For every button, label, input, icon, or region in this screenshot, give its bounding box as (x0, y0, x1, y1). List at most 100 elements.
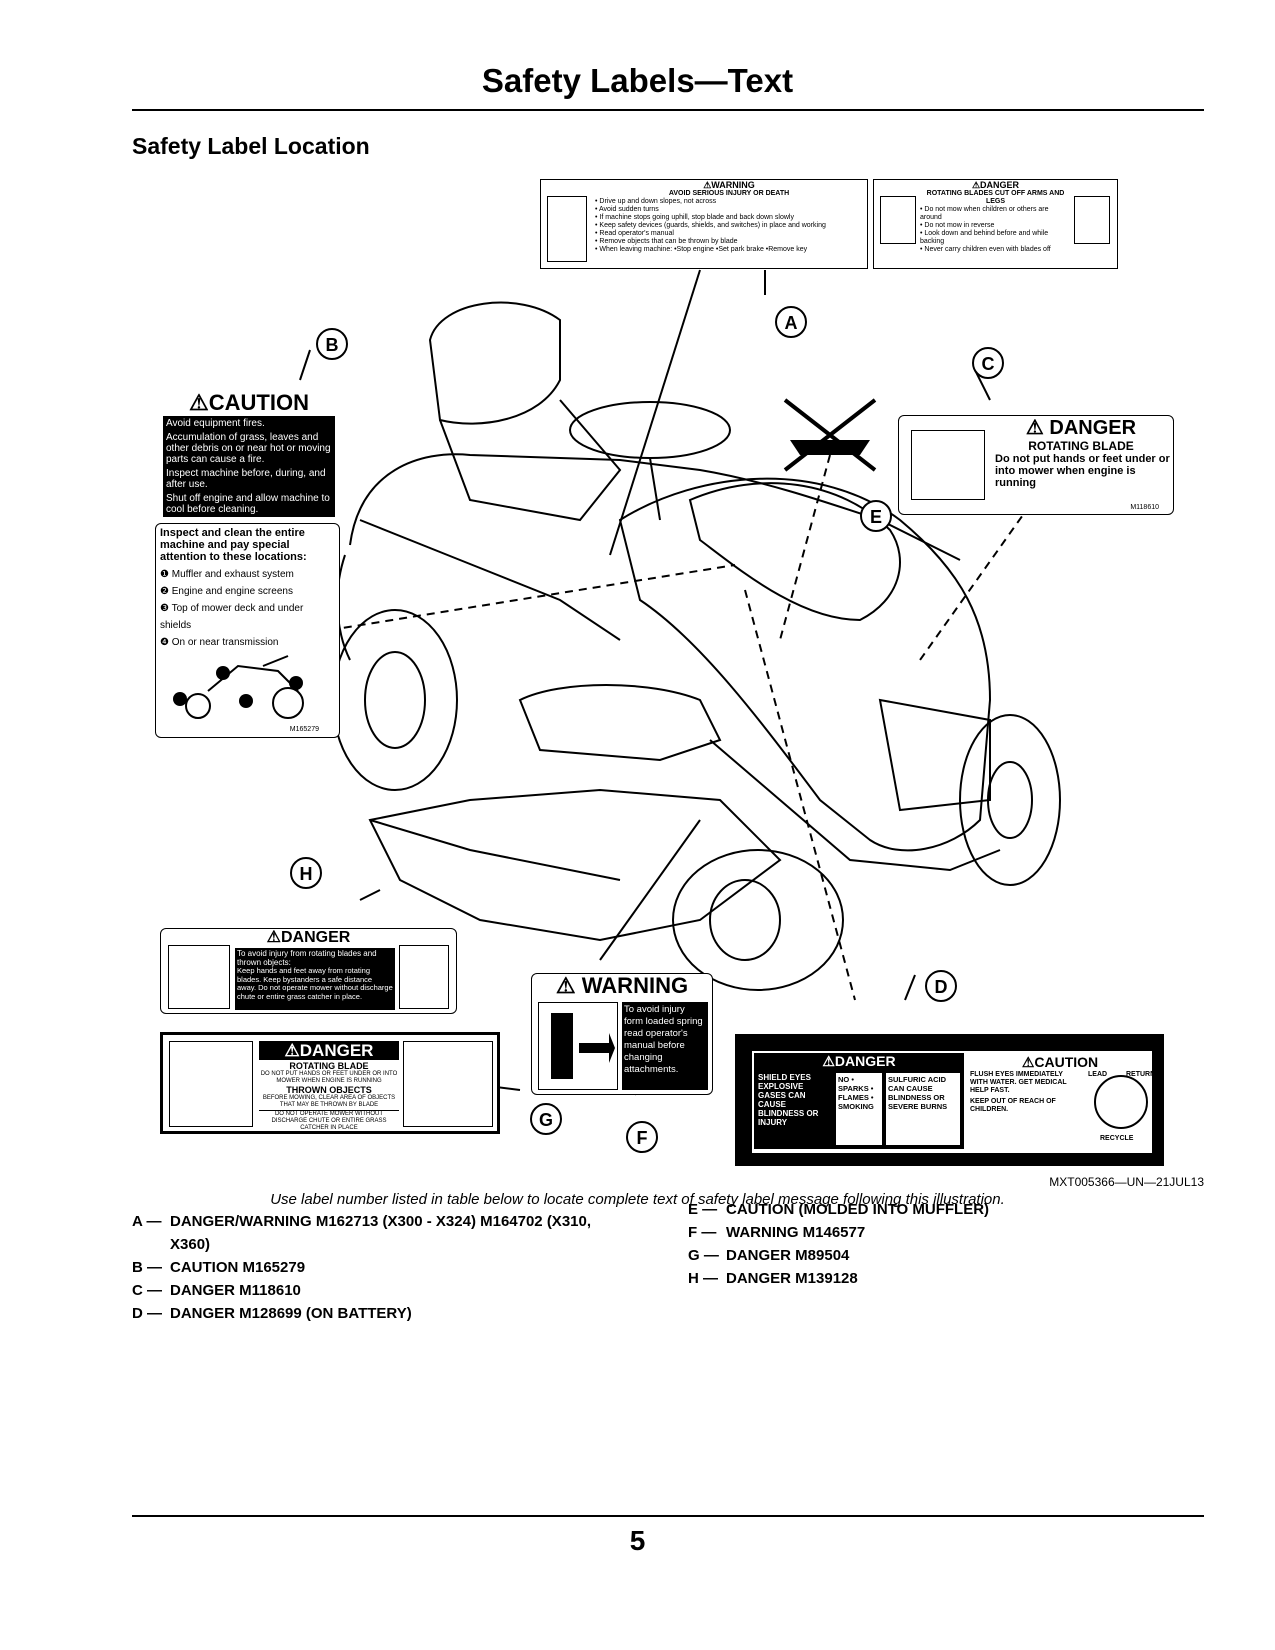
legend-key: F — (688, 1224, 717, 1241)
label-h-danger: ⚠DANGER To avoid injury from rotating bl… (160, 928, 457, 1014)
callout-c: C (972, 347, 1004, 379)
no-sparks-text: NO • SPARKS • FLAMES • SMOKING (836, 1073, 882, 1145)
legend-text: WARNING M146577 (726, 1224, 866, 1241)
footer-rule (132, 1515, 1204, 1517)
label-a-warning: ⚠WARNING AVOID SERIOUS INJURY OR DEATH •… (540, 179, 868, 269)
warning-line: • Keep safety devices (guards, shields, … (595, 222, 826, 229)
figure-id: MXT005366—UN—21JUL13 (1049, 1175, 1204, 1189)
legend-item: H — DANGER M139128 (688, 1267, 1186, 1290)
callout-b: B (316, 328, 348, 360)
spring-hand-pictogram (538, 1002, 618, 1090)
danger-subhead: ROTATING BLADES CUT OFF ARMS AND LEGS (926, 190, 1065, 205)
figure-caption: Use label number listed in table below t… (270, 1191, 1005, 1208)
section-heading: Safety Label Location (132, 133, 370, 159)
legend-text: DANGER M89504 (726, 1247, 850, 1264)
page-title: Safety Labels—Text (481, 62, 794, 99)
legend-text: DANGER/WARNING M162713 (X300 - X324) M16… (170, 1213, 592, 1253)
danger-line: BEFORE MOWING, CLEAR AREA OF OBJECTS THA… (262, 1095, 396, 1108)
legend-item: C —DANGER M118610 (132, 1279, 630, 1302)
legend-key: D — (132, 1305, 162, 1322)
lead-text: LEAD (1088, 1071, 1108, 1078)
recycle-icon (1094, 1075, 1148, 1129)
danger-line: • Never carry children even with blades … (920, 246, 1051, 253)
flush-text: FLUSH EYES IMMEDIATELY WITH WATER. GET M… (970, 1071, 1067, 1094)
label-b-caution: ⚠CAUTION Avoid equipment fires. Accumula… (163, 390, 335, 517)
legend-right: E — CAUTION (MOLDED INTO MUFFLER) F — WARN… (688, 1198, 1186, 1290)
hood (618, 477, 992, 852)
legend-text: CAUTION (MOLDED INTO MUFFLER) (726, 1201, 990, 1218)
mower-deck (368, 788, 782, 942)
danger-line: • Do not mow in reverse (920, 222, 995, 229)
warning-subhead: AVOID SERIOUS INJURY OR DEATH (668, 190, 790, 197)
danger-subhead: ROTATING BLADE (1028, 439, 1134, 453)
part-number: M165279 (289, 726, 319, 733)
warning-line: • When leaving machine: •Stop engine •Se… (595, 246, 808, 253)
leader-c-dashed (919, 504, 1031, 661)
muffler-symbol-e (783, 398, 877, 472)
callout-d: D (925, 970, 957, 1002)
page-number: 5 (629, 1525, 646, 1556)
hand-foot-pictogram (911, 430, 985, 500)
warning-line: • Remove objects that can be thrown by b… (595, 238, 738, 245)
seat-base (439, 399, 622, 522)
danger-subhead: ROTATING BLADE (289, 1061, 369, 1071)
legend-item: D —DANGER M128699 (ON BATTERY) (132, 1302, 630, 1325)
label-f-warning: ⚠ WARNING To avoid injury form loaded sp… (531, 973, 713, 1095)
inspect-heading: Inspect and clean the entire machine and… (160, 527, 307, 563)
leader-b-dashed (329, 564, 736, 631)
danger-signal: ⚠DANGER (822, 1053, 896, 1069)
danger-signal: ⚠DANGER (266, 929, 351, 946)
legend-left: A — DANGER/WARNING M162713 (X300 - X324) … (132, 1210, 630, 1325)
legend-key: A — (132, 1213, 162, 1230)
danger-text: Keep hands and feet away from rotating b… (237, 966, 393, 1001)
callout-f: F (626, 1121, 658, 1153)
front-left-wheel (672, 849, 844, 991)
warning-text: To avoid injury form loaded spring read … (622, 1002, 708, 1090)
hand-foot-pictogram (168, 945, 230, 1009)
inspect-tractor-icon (173, 655, 304, 719)
label-g-danger: ⚠DANGER ROTATING BLADE DO NOT PUT HANDS … (160, 1032, 500, 1134)
callout-g: G (530, 1103, 562, 1135)
seat-back (428, 301, 561, 425)
slope-pictogram (547, 196, 587, 262)
legend-key: C — (132, 1282, 162, 1299)
legend-text: DANGER M139128 (726, 1270, 858, 1287)
caution-signal: ⚠CAUTION (1021, 1054, 1099, 1070)
return-text: RETURN (1126, 1071, 1156, 1078)
inspect-location: ❷ Engine and engine screens (160, 586, 293, 597)
legend-key: E — (688, 1201, 718, 1218)
danger-lead: To avoid injury from rotating blades and… (237, 949, 377, 967)
warning-line: • If machine stops going uphill, stop bl… (595, 214, 794, 221)
rear-body (349, 453, 961, 561)
warning-line: • Drive up and down slopes, not across (595, 198, 717, 205)
legend-item: A — DANGER/WARNING M162713 (X300 - X324) … (132, 1210, 630, 1256)
legend-item: G — DANGER M89504 (688, 1244, 1186, 1267)
part-number: M118610 (1130, 504, 1159, 511)
leader-e-dashed (779, 454, 831, 641)
caution-signal: ⚠CAUTION (189, 390, 309, 415)
legend-key: G — (688, 1247, 719, 1264)
legend-key: H — (688, 1270, 718, 1287)
inspect-location: ❶ Muffler and exhaust system (160, 569, 294, 580)
danger-line: DO NOT PUT HANDS OR FEET UNDER OR INTO M… (260, 1071, 398, 1084)
legend-item: E — CAUTION (MOLDED INTO MUFFLER) (688, 1198, 1186, 1221)
caution-line: Inspect machine before, during, and afte… (166, 468, 326, 490)
thrown-object-pictogram (403, 1041, 493, 1127)
label-c-danger: ⚠ DANGER ROTATING BLADE Do not put hands… (898, 415, 1174, 515)
grille (878, 698, 991, 812)
label-a-danger: ⚠DANGER ROTATING BLADES CUT OFF ARMS AND… (873, 179, 1118, 269)
danger-signal: ⚠DANGER (971, 180, 1020, 190)
danger-signal: ⚠ DANGER (1025, 417, 1137, 439)
legend-item: B — CAUTION M165279 (132, 1256, 630, 1279)
legend-key: B — (132, 1259, 162, 1276)
warning-line: • Read operator's manual (595, 230, 674, 237)
inspect-location: ❸ Top of mower deck and under shields (160, 603, 304, 631)
warning-signal: ⚠ WARNING (555, 973, 689, 998)
keep-away-text: KEEP OUT OF REACH OF CHILDREN. (970, 1098, 1056, 1113)
callout-e: E (860, 500, 892, 532)
inspect-location: ❹ On or near transmission (160, 637, 279, 648)
legend-text: CAUTION M165279 (170, 1259, 306, 1276)
danger-line: • Look down and behind before and while … (920, 230, 1049, 245)
warning-line: • Avoid sudden turns (595, 206, 659, 213)
